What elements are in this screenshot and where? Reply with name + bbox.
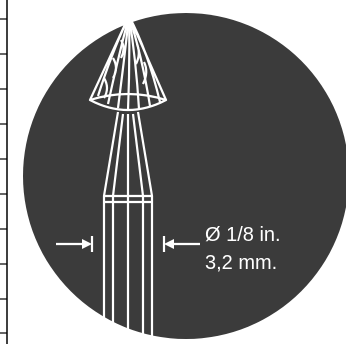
dimension-label-mm: 3,2 mm. xyxy=(205,252,277,274)
page-edge-lines xyxy=(0,0,8,344)
dimension-arrows xyxy=(56,236,200,252)
background-circle xyxy=(23,13,346,339)
dimension-label-inch: Ø 1/8 in. xyxy=(205,224,281,246)
burr-cone-head xyxy=(88,14,168,112)
burr-shank xyxy=(102,111,154,344)
